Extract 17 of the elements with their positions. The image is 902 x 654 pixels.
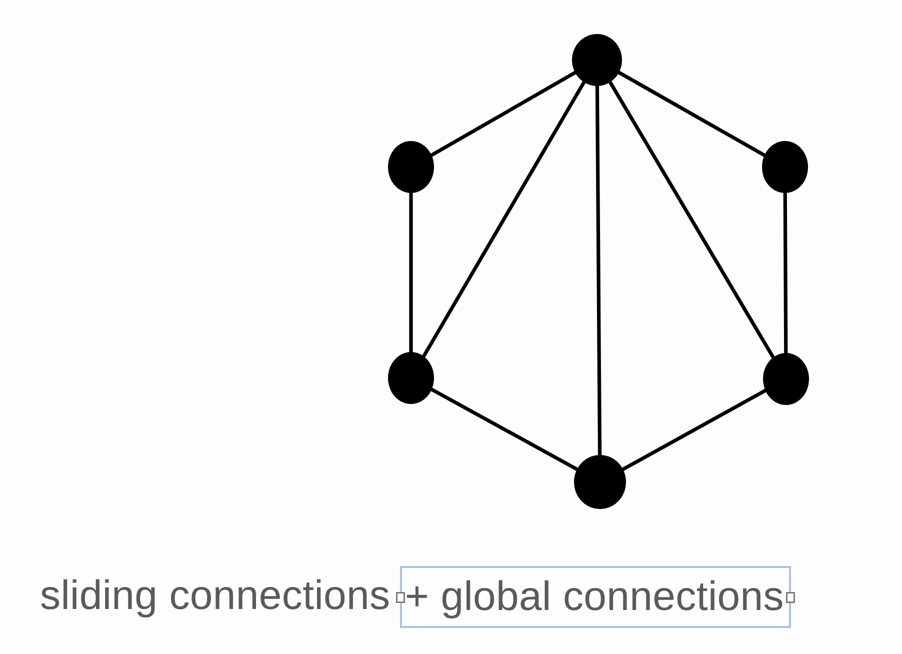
connection-line bbox=[616, 70, 768, 158]
connection-line bbox=[620, 388, 768, 472]
node-dot bbox=[763, 353, 809, 405]
connection-line bbox=[428, 70, 578, 158]
node-dot bbox=[762, 141, 808, 193]
connection-line bbox=[429, 386, 580, 472]
node-dot bbox=[574, 455, 626, 509]
connection-line bbox=[783, 190, 788, 356]
diagram-label: sliding connections bbox=[40, 572, 390, 620]
connection-line bbox=[608, 79, 776, 360]
connection-line bbox=[595, 84, 602, 458]
node-dot bbox=[572, 34, 622, 86]
node-dot bbox=[388, 141, 434, 193]
diagram-label: + global connections bbox=[405, 573, 784, 620]
connection-line bbox=[421, 80, 587, 359]
connection-line bbox=[409, 191, 413, 354]
node-dot bbox=[388, 352, 434, 404]
